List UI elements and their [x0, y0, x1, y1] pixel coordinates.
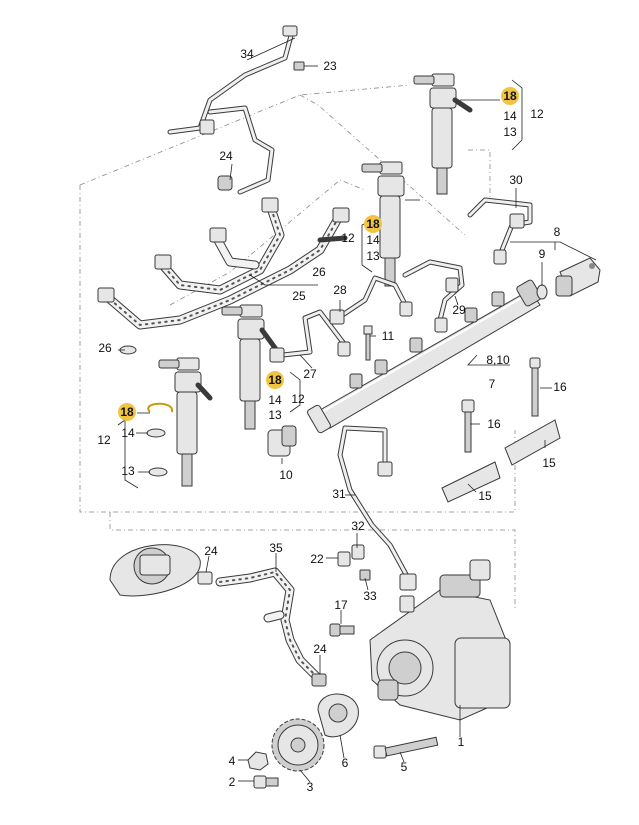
callout-label-7: 30 [509, 173, 523, 187]
callout-label-40: 22 [310, 552, 324, 566]
callout-highlight-28 [118, 403, 136, 421]
leader-lines [117, 37, 597, 783]
return-hose-35 [215, 567, 327, 687]
callout-label-36: 31 [332, 487, 346, 501]
injector-center-left [221, 304, 281, 430]
callout-highlight-2 [501, 87, 519, 105]
callout-label-27: 13 [268, 408, 282, 422]
callout-label-25: 14 [268, 393, 282, 407]
callout-label-4: 14 [503, 109, 517, 123]
fuel-rail-7 [307, 279, 542, 434]
callout-label-9: 12 [341, 231, 355, 245]
injector-left [146, 357, 213, 487]
callout-label-28: 18 [120, 405, 134, 419]
callout-label-8: 18 [366, 217, 380, 231]
callout-label-33: 15 [542, 456, 556, 470]
fuel-tank-flange [109, 544, 213, 597]
wiring-harness [97, 197, 350, 355]
callout-label-49: 3 [307, 780, 314, 794]
callout-label-26: 12 [291, 392, 305, 406]
callout-label-15: 25 [292, 289, 306, 303]
callout-label-37: 32 [351, 519, 365, 533]
callout-label-43: 24 [313, 642, 327, 656]
callout-label-21: 8,10 [486, 353, 510, 367]
callout-label-13: 9 [539, 247, 546, 261]
callout-label-2: 18 [503, 89, 517, 103]
callout-label-11: 13 [366, 249, 380, 263]
callout-label-16: 28 [333, 283, 347, 297]
callout-label-17: 29 [452, 303, 466, 317]
callout-label-31: 13 [121, 464, 135, 478]
callout-label-29: 14 [121, 426, 135, 440]
callout-highlight-24 [266, 371, 284, 389]
callout-label-45: 6 [342, 756, 349, 770]
callout-label-38: 24 [204, 544, 218, 558]
injector-top-right [413, 73, 473, 195]
callout-label-18: 11 [382, 329, 395, 343]
callout-label-34: 10 [279, 468, 293, 482]
callout-label-10: 14 [366, 233, 380, 247]
callout-label-47: 4 [229, 754, 236, 768]
pressure-sensor [536, 257, 601, 300]
callout-label-19: 26 [98, 341, 112, 355]
fittings-22-33 [329, 544, 371, 637]
callout-label-30: 12 [97, 433, 111, 447]
nut-bolt-2-4-5 [247, 736, 439, 789]
callout-label-12: 8 [554, 225, 561, 239]
small-parts [267, 325, 561, 503]
callout-label-22: 7 [489, 377, 496, 391]
callout-label-42: 17 [334, 598, 348, 612]
callout-label-32: 16 [487, 417, 501, 431]
callout-label-44: 1 [458, 735, 465, 749]
high-pressure-line-31 [337, 425, 417, 591]
hub-6 [317, 693, 359, 738]
callout-label-41: 33 [363, 589, 377, 603]
high-pressure-pump-1 [369, 559, 511, 721]
callout-label-0: 34 [240, 47, 254, 61]
callout-label-5: 13 [503, 125, 517, 139]
callout-highlight-8 [364, 215, 382, 233]
callout-label-24: 18 [268, 373, 282, 387]
callout-label-35: 15 [478, 489, 492, 503]
injector-pipes [269, 197, 533, 363]
callout-label-23: 16 [553, 380, 567, 394]
callout-label-39: 35 [269, 541, 283, 555]
fuel-return-line-34 [167, 25, 305, 195]
callout-label-20: 27 [303, 367, 317, 381]
callout-label-46: 5 [401, 760, 408, 774]
sprocket-3 [271, 718, 325, 772]
assembly-outline [79, 84, 516, 610]
callout-label-48: 2 [229, 775, 236, 789]
callout-label-1: 23 [323, 59, 337, 73]
callout-label-14: 26 [312, 265, 326, 279]
callout-label-3: 12 [530, 107, 544, 121]
callout-label-6: 24 [219, 149, 233, 163]
injector-middle [361, 161, 405, 287]
